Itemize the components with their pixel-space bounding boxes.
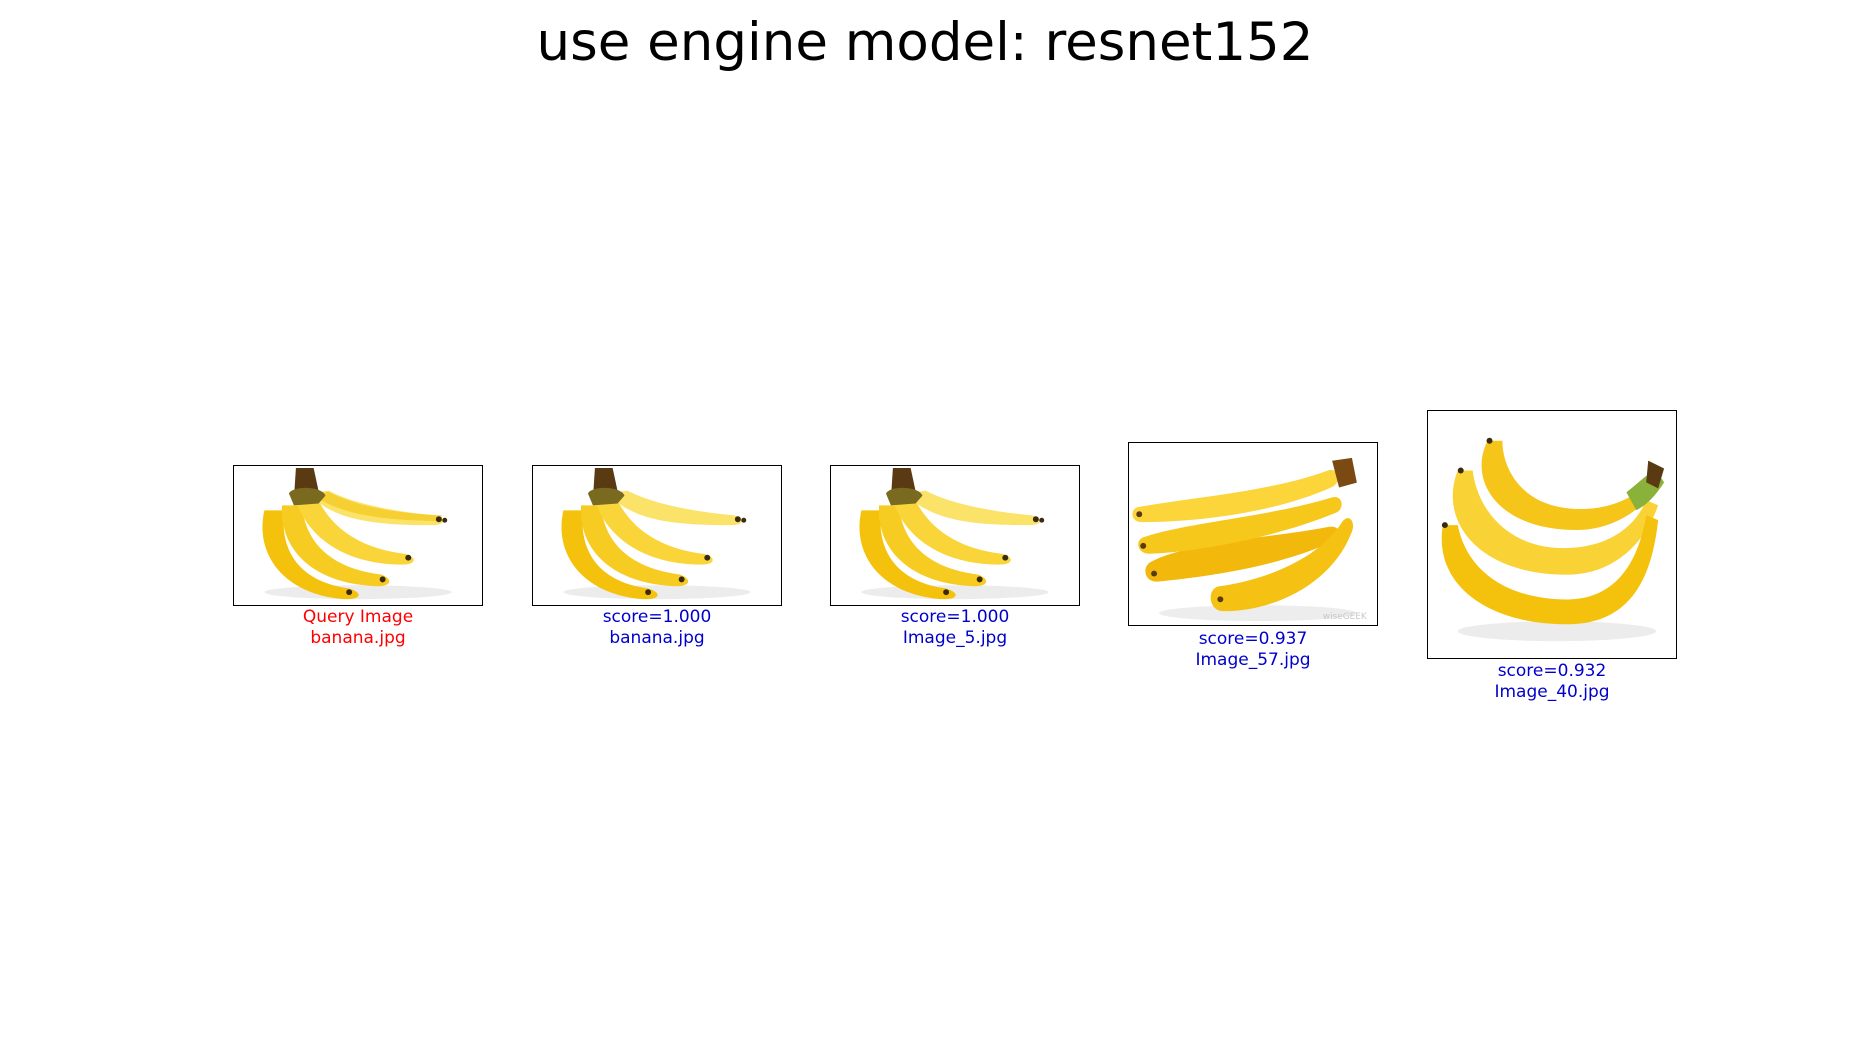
result-caption: score=0.932 Image_40.jpg — [1427, 661, 1677, 703]
result-caption: score=0.937 Image_57.jpg — [1128, 629, 1378, 671]
result-score: score=1.000 — [602, 607, 712, 627]
figure-title: use engine model: resnet152 — [536, 12, 1314, 73]
banana-bunch-image: wiseGEEK — [1132, 457, 1368, 622]
result-caption: score=1.000 Image_5.jpg — [830, 607, 1080, 649]
banana-bunch-image — [262, 467, 452, 600]
result-filename: banana.jpg — [609, 628, 705, 648]
query-filename: banana.jpg — [310, 628, 406, 648]
query-caption: Query Image banana.jpg — [233, 607, 483, 649]
banana-bunch-icon — [1132, 457, 1357, 622]
banana-bunch-image — [1441, 437, 1665, 642]
banana-bunch-icon — [262, 467, 452, 600]
result-filename: Image_57.jpg — [1195, 650, 1311, 670]
result-score: score=0.937 — [1198, 629, 1308, 649]
banana-bunch-icon — [1441, 437, 1665, 642]
banana-bunch-image — [859, 467, 1049, 600]
query-image-frame — [233, 465, 483, 606]
result-image-frame: wiseGEEK — [1128, 442, 1378, 626]
banana-bunch-image — [561, 467, 751, 600]
result-score: score=1.000 — [900, 607, 1010, 627]
result-image-frame — [532, 465, 782, 606]
result-caption: score=1.000 banana.jpg — [532, 607, 782, 649]
banana-bunch-icon — [561, 467, 751, 600]
query-label: Query Image — [302, 607, 414, 627]
result-filename: Image_40.jpg — [1494, 682, 1610, 702]
result-filename: Image_5.jpg — [902, 628, 1008, 648]
watermark-text: wiseGEEK — [1323, 612, 1368, 622]
banana-bunch-icon — [859, 467, 1049, 600]
result-image-frame — [830, 465, 1080, 606]
result-image-frame — [1427, 410, 1677, 659]
result-score: score=0.932 — [1497, 661, 1607, 681]
